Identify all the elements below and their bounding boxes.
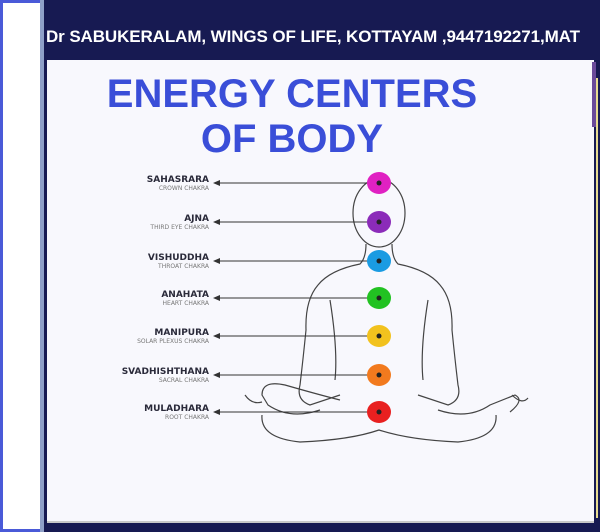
arrow-head-icon (213, 333, 220, 339)
body-figure (213, 172, 529, 443)
chakra-name: MULADHARA (144, 404, 209, 414)
chakra-subtitle: HEART CHAKRA (162, 300, 209, 307)
chakra-center (376, 333, 382, 339)
arrow-head-icon (213, 295, 220, 301)
chakra-subtitle: SACRAL CHAKRA (158, 377, 209, 384)
arrow-head-icon (213, 258, 220, 264)
chakra-subtitle: ROOT CHAKRA (165, 414, 209, 421)
chakra-name: SVADHISHTHANA (121, 367, 209, 377)
chakra-center (376, 409, 382, 415)
arrow-head-icon (213, 180, 220, 186)
arrows (213, 180, 372, 415)
scroll-track (596, 78, 598, 518)
chakra-name: VISHUDDHA (147, 253, 209, 263)
left-strip (0, 0, 42, 532)
arrow-head-icon (213, 219, 220, 225)
chakra-name: SAHASRARA (146, 175, 209, 185)
scrollbar[interactable] (592, 62, 596, 127)
chakra-dots (367, 172, 391, 423)
chakra-center (376, 219, 382, 225)
chakra-center (376, 180, 382, 186)
title-line-2: OF BODY (200, 117, 384, 161)
arrow-head-icon (213, 372, 220, 378)
chakra-center (376, 295, 382, 301)
chakra-name: ANAHATA (161, 290, 209, 300)
chakra-subtitle: CROWN CHAKRA (158, 185, 209, 192)
title-line-1: ENERGY CENTERS (106, 72, 478, 116)
chakra-subtitle: THROAT CHAKRA (158, 263, 209, 270)
chakra-name: AJNA (184, 214, 209, 224)
body-outline (244, 178, 529, 443)
arrow-head-icon (213, 409, 220, 415)
chakra-center (376, 258, 382, 264)
chakra-subtitle: SOLAR PLEXUS CHAKRA (137, 338, 209, 345)
left-edge (40, 0, 44, 532)
chakra-name: MANIPURA (154, 328, 209, 338)
chakra-subtitle: THIRD EYE CHAKRA (150, 224, 209, 231)
chakra-center (376, 372, 382, 378)
banner-text: Dr SABUKERALAM, WINGS OF LIFE, KOTTAYAM … (46, 27, 580, 46)
